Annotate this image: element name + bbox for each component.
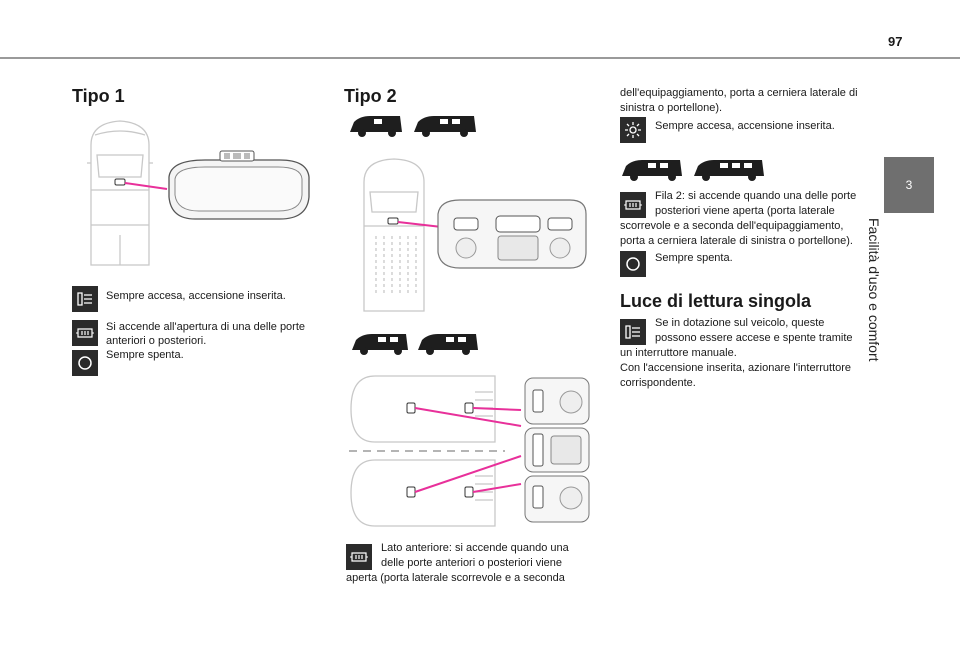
row2-line4: porta a cerniera laterale di sinistra o … xyxy=(620,235,853,247)
section-heading-tipo2: Tipo 2 xyxy=(344,86,397,106)
section-heading-reading-light: Luce di lettura singola xyxy=(620,291,812,311)
col3-cont-line1: dell'equipaggiamento, porta a cerniera l… xyxy=(620,87,858,99)
reading-line1: Se in dotazione sul veicolo, queste xyxy=(655,317,825,329)
header-rule xyxy=(0,57,960,59)
reading-line2: possono essere accese e spente tramite xyxy=(655,332,853,344)
col3-item-always-on: Sempre accesa, accensione inserita. xyxy=(655,120,835,132)
lamp-off-icon xyxy=(72,350,98,376)
lamp-off-icon xyxy=(620,251,646,277)
row2-line2: posteriori viene aperta (porta laterale xyxy=(655,205,835,217)
chapter-tab[interactable]: 3 xyxy=(884,157,934,213)
reading-line5: corrispondente. xyxy=(620,377,696,389)
door-lamp-icon xyxy=(620,192,646,218)
sun-lamp-icon xyxy=(620,117,646,143)
tipo2-front-line1: Lato anteriore: si accende quando una xyxy=(381,542,569,554)
door-lamp-icon xyxy=(346,544,372,570)
door-lamp-icon xyxy=(72,320,98,346)
page-number: 97 xyxy=(888,34,903,49)
chapter-title: Facilità d'uso e comfort xyxy=(866,218,882,362)
col3-cont-line2: sinistra o portellone). xyxy=(620,102,723,114)
reading-line3: un interruttore manuale. xyxy=(620,347,737,359)
lamp-on-icon xyxy=(620,319,646,345)
van-short-silhouette-pair xyxy=(350,116,476,137)
section-heading-tipo1: Tipo 1 xyxy=(72,86,125,106)
tipo2-front-line3: aperta (porta laterale scorrevole e a se… xyxy=(346,572,565,584)
row2-line3: scorrevole e a seconda dell'equipaggiame… xyxy=(620,220,844,232)
van-long-top-view-figure xyxy=(349,375,590,527)
tipo1-item-always-on: Sempre accesa, accensione inserita. xyxy=(106,290,286,302)
col3-item-off: Sempre spenta. xyxy=(655,252,733,264)
tipo2-front-line2: delle porte anteriori o posteriori viene xyxy=(381,557,562,569)
van-long-silhouette-pair xyxy=(352,334,478,355)
tipo1-item-off: Sempre spenta. xyxy=(106,349,184,361)
car-top-view-figure-tipo2 xyxy=(363,158,587,312)
row2-line1: Fila 2: si accende quando una delle port… xyxy=(655,190,857,202)
lamp-on-icon xyxy=(72,286,98,312)
reading-line4: Con l'accensione inserita, azionare l'in… xyxy=(620,362,852,374)
van-long-silhouette-pair-2 xyxy=(622,160,764,181)
car-top-view-figure-tipo1 xyxy=(87,120,310,266)
tipo1-item-door: Si accende all'apertura di una delle por… xyxy=(106,321,306,348)
